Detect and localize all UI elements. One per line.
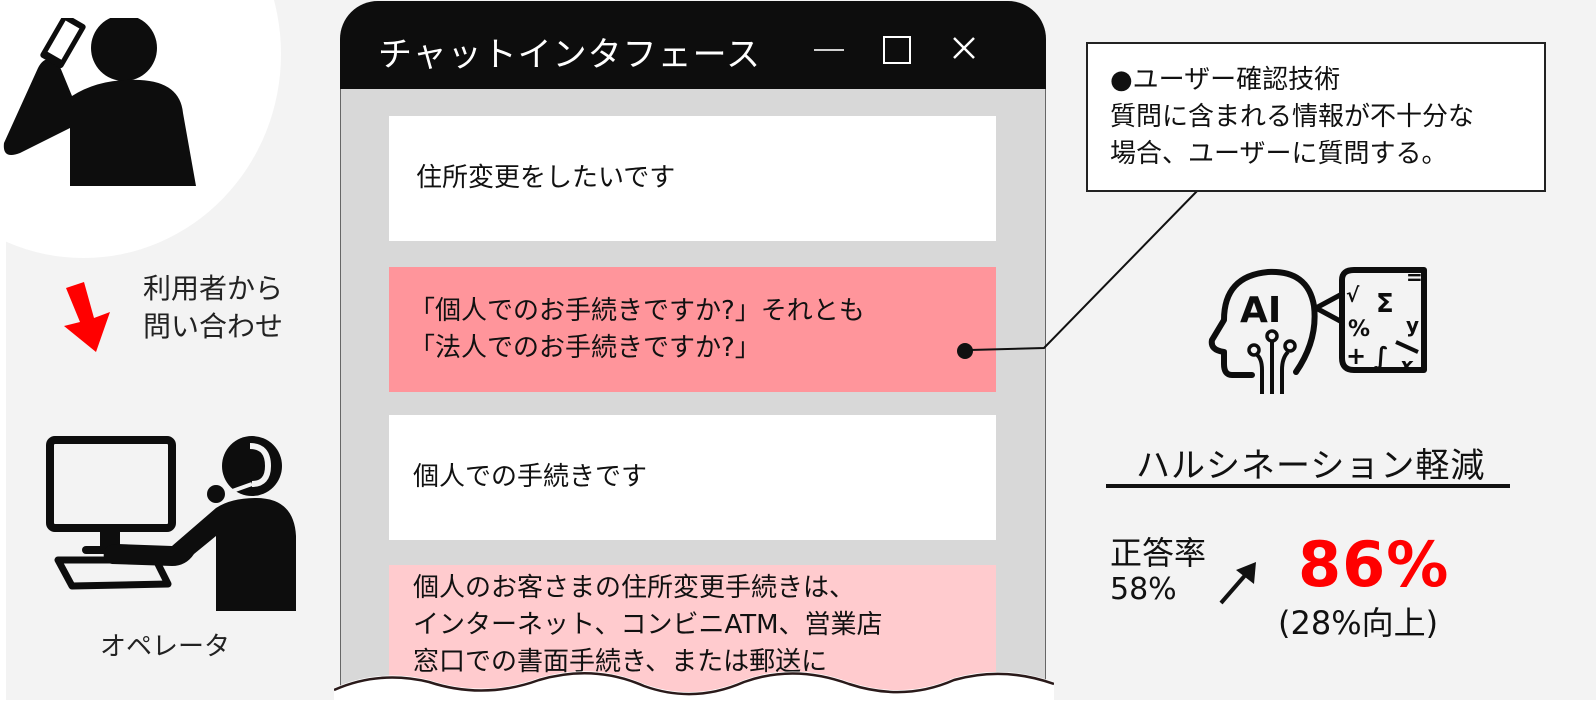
svg-text:+: + <box>1346 342 1366 370</box>
user-confirmation-callout: ●ユーザー確認技術 質問に含まれる情報が不十分な 場合、ユーザーに質問する。 <box>1086 42 1546 192</box>
svg-text:=: = <box>1406 265 1423 289</box>
maximize-button[interactable] <box>878 31 918 65</box>
callout-anchor-dot <box>957 343 973 359</box>
title-underline <box>1106 484 1510 488</box>
accuracy-before: 58% <box>1110 572 1177 607</box>
inquiry-label: 利用者から 問い合わせ <box>143 272 284 343</box>
operator-label: オペレータ <box>100 632 231 662</box>
chat-window: チャットインタフェース 住所変更をしたいです 「個人でのお手続きですか?」それと… <box>340 1 1046 715</box>
svg-text:AI: AI <box>1240 290 1281 331</box>
callout-connector-line <box>969 187 1201 351</box>
user-message: 個人での手続きです <box>389 415 996 540</box>
close-icon <box>953 37 975 59</box>
chat-body: 住所変更をしたいです 「個人でのお手続きですか?」それとも 「法人でのお手続きで… <box>340 89 1046 715</box>
assistant-answer: 個人のお客さまの住所変更手続きは、 インターネット、コンビニATM、営業店 窓口… <box>389 565 996 715</box>
user-message: 住所変更をしたいです <box>389 116 996 241</box>
svg-text:y: y <box>1406 313 1419 337</box>
torn-edge-wave <box>334 671 1054 719</box>
close-button[interactable] <box>946 31 986 65</box>
person-on-phone-icon <box>3 18 196 186</box>
ai-head-with-math-icon: AI √ Σ = % y + ∫ x <box>1208 265 1427 394</box>
hallucination-reduction-title: ハルシネーション軽減 <box>1136 446 1486 486</box>
operator-at-computer-icon <box>46 436 296 611</box>
svg-text:√: √ <box>1346 283 1360 307</box>
svg-text:Σ: Σ <box>1376 289 1394 319</box>
callout-text-line: 質問に含まれる情報が不十分な <box>1110 102 1475 132</box>
accuracy-gain: (28%向上) <box>1278 604 1439 642</box>
chat-title: チャットインタフェース <box>378 35 761 75</box>
down-arrow-icon <box>64 282 110 352</box>
accuracy-label: 正答率 <box>1110 534 1207 572</box>
minimize-button[interactable] <box>810 31 850 65</box>
assistant-clarifying-question: 「個人でのお手続きですか?」それとも 「法人でのお手続きですか?」 <box>389 267 996 392</box>
callout-title: ●ユーザー確認技術 <box>1110 65 1341 95</box>
svg-text:∫: ∫ <box>1374 342 1389 370</box>
callout-text-line: 場合、ユーザーに質問する。 <box>1110 139 1448 169</box>
chat-titlebar: チャットインタフェース <box>340 1 1046 89</box>
svg-text:x: x <box>1399 353 1414 377</box>
svg-text:%: % <box>1348 317 1370 342</box>
up-right-arrow-icon <box>1219 562 1256 605</box>
accuracy-after: 86% <box>1298 528 1450 601</box>
